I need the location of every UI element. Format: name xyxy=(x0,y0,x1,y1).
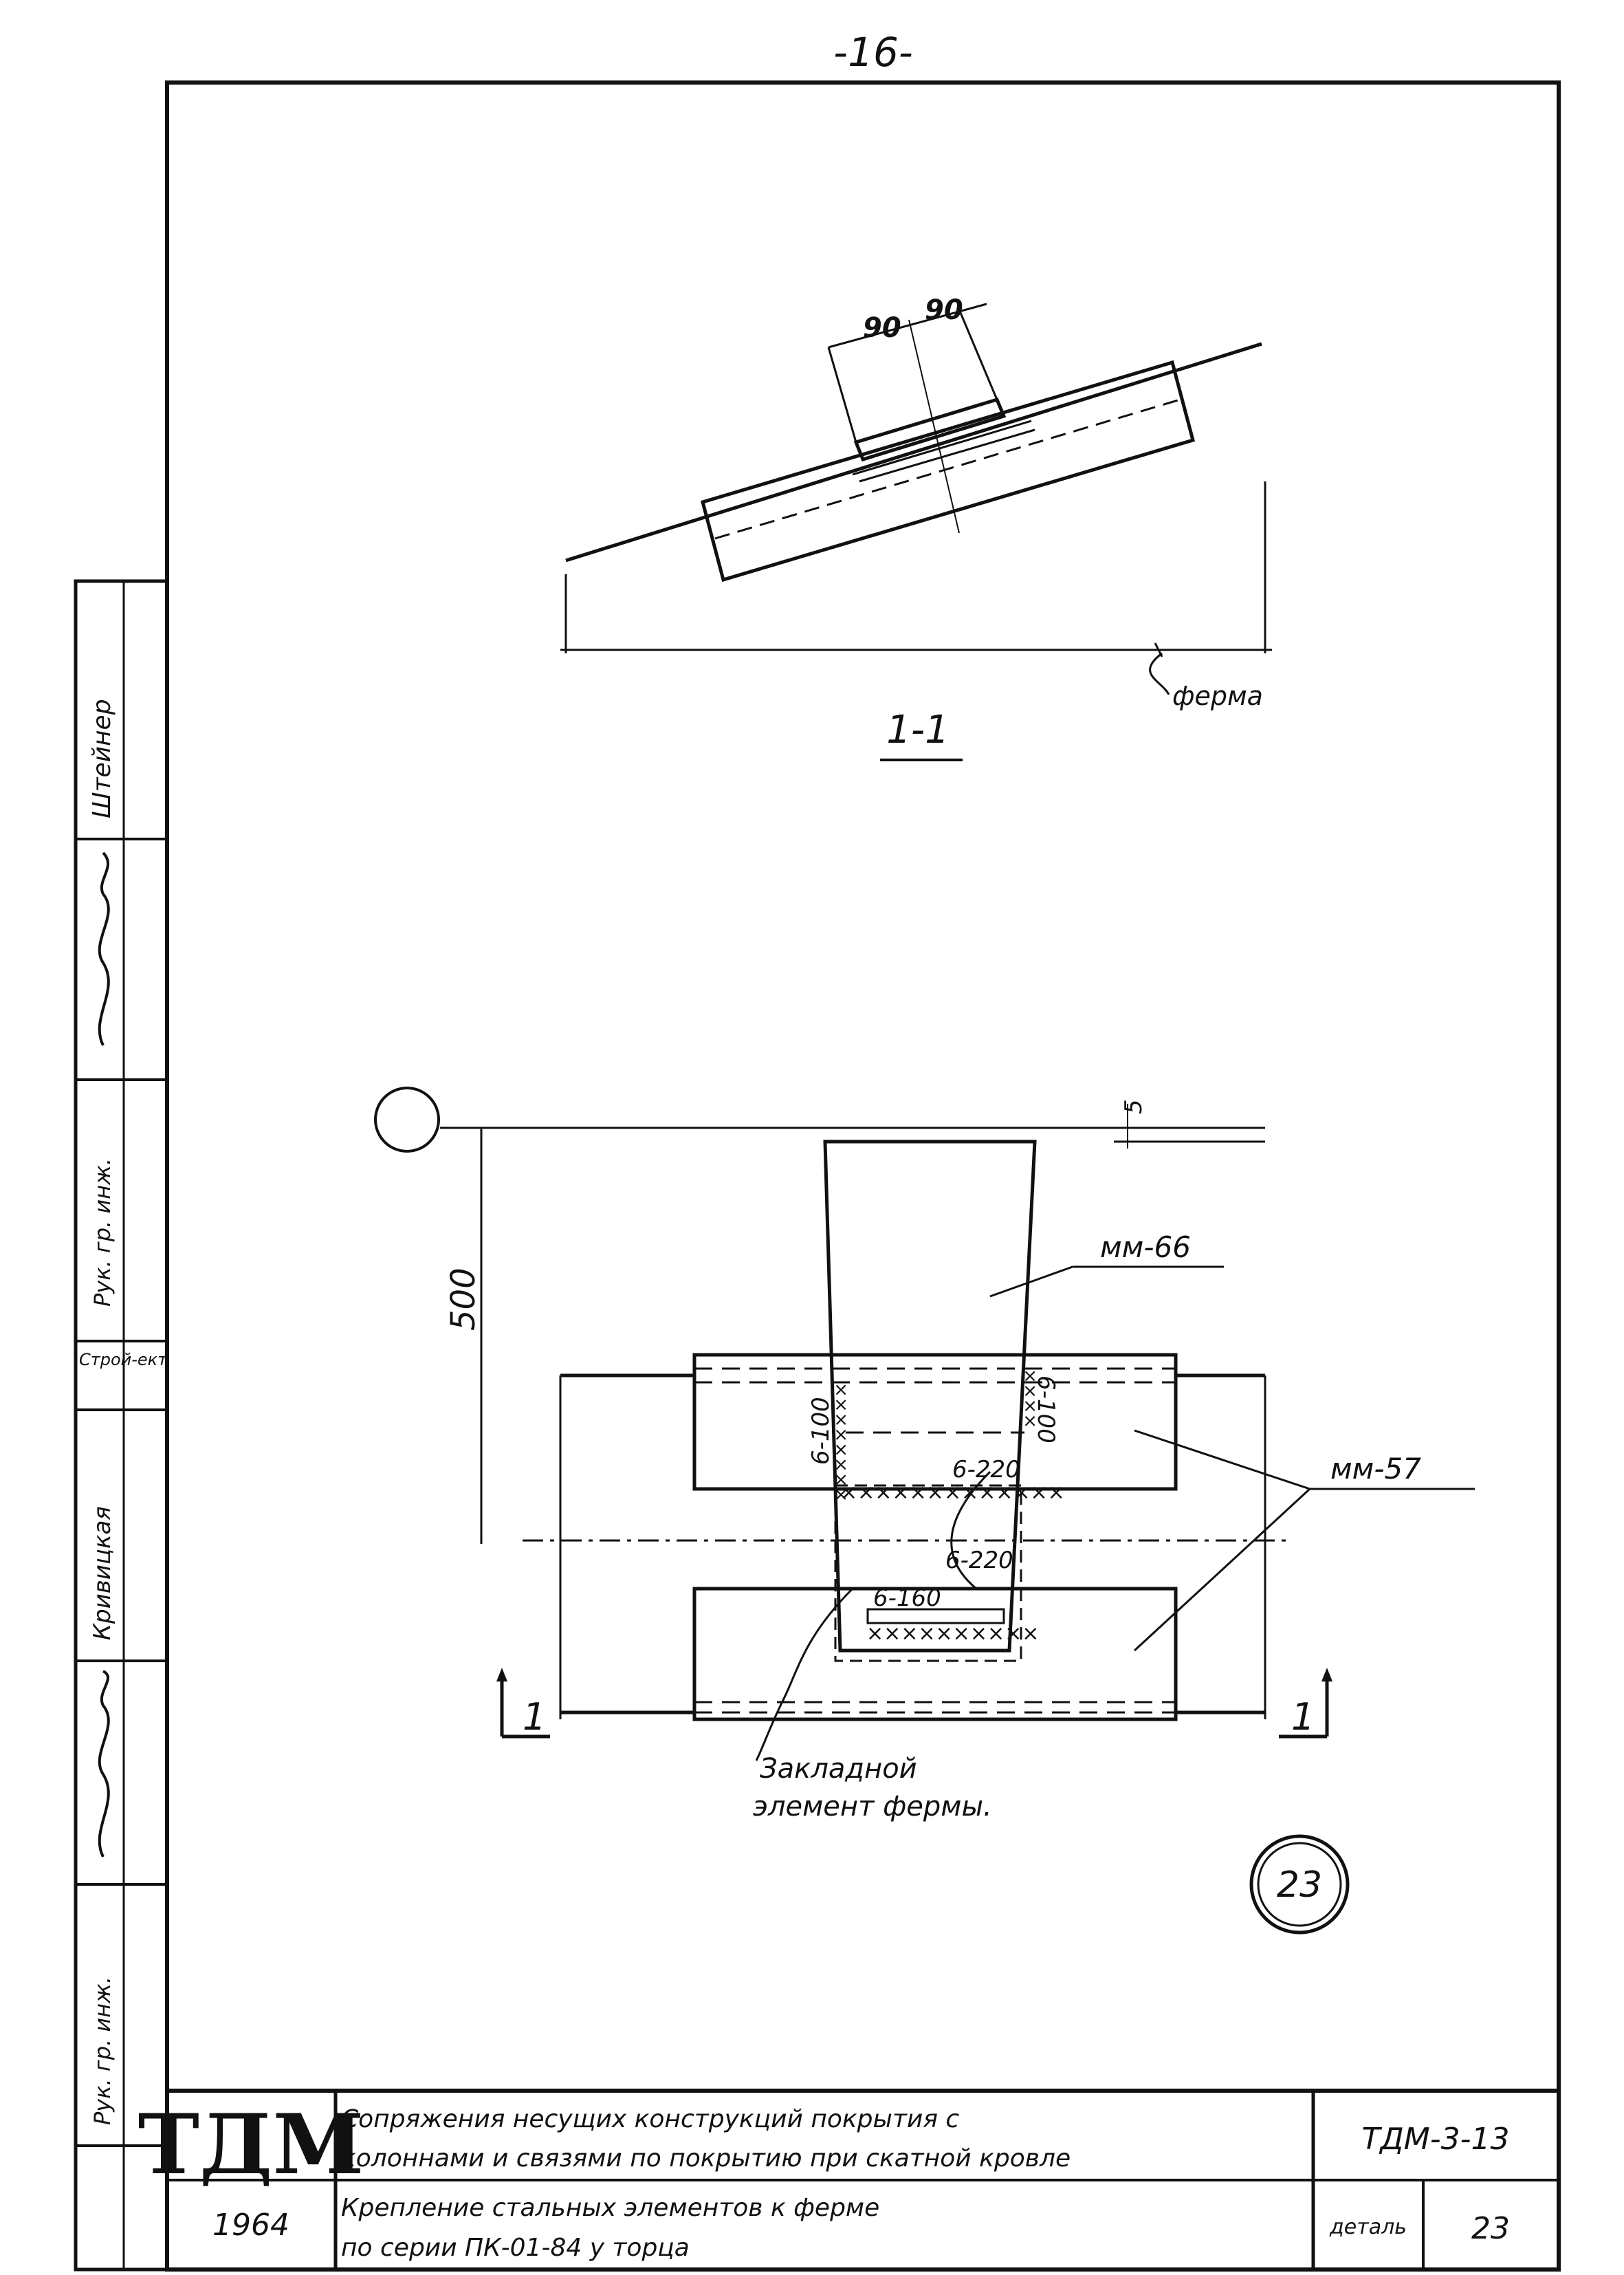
subtitle-line-2: по серии ПК-01-84 у торца xyxy=(341,2234,690,2262)
cut-mark-left: 1 xyxy=(523,1695,546,1739)
logo-tdm: ТДМ xyxy=(138,2096,364,2193)
title-line-2: колоннами и связями по покрытию при скат… xyxy=(341,2144,1071,2173)
section-view: 90 90 ферма 1-1 xyxy=(560,294,1272,761)
side-stamp: Штейнер Рук. гр. инж. Строй-ект Кривицка… xyxy=(74,579,169,2272)
stamp-cell-5: Рук. гр. инж. xyxy=(89,1977,116,2125)
weld-6-100-left: 6-100 xyxy=(807,1397,835,1465)
stamp-cell-1: Штейнер xyxy=(88,699,116,818)
stamp-cell-2: Рук. гр. инж. xyxy=(89,1158,116,1307)
section-label: 1-1 xyxy=(886,708,949,752)
weld-6-160: 6-160 xyxy=(873,1585,941,1612)
axis-marker xyxy=(374,1087,440,1153)
subtitle-line-1: Крепление стальных элементов к ферме xyxy=(341,2194,879,2222)
label-ferma-section: ферма xyxy=(1172,681,1263,711)
signature-1 xyxy=(98,851,110,1046)
plan-view: 5 500 ××××××××××××× ×××××××××× ×××××××× … xyxy=(374,1087,1475,1935)
page-number: -16- xyxy=(833,29,913,76)
stamp-cell-3: Строй-ект xyxy=(79,1350,168,1369)
weld-marks-top: ××××××××××××× xyxy=(840,1481,1065,1505)
detail-badge: 23 xyxy=(1277,1864,1322,1906)
embed-label-line2: элемент фермы. xyxy=(753,1791,992,1822)
weld-marks-bottom: ×××××××××× xyxy=(866,1622,1039,1646)
label-mm57: мм-57 xyxy=(1330,1452,1421,1485)
weld-6-100-right: 6-100 xyxy=(1032,1375,1060,1444)
drawing-frame xyxy=(165,80,1561,2272)
stamp-cell-4: Кривицкая xyxy=(89,1506,116,1640)
detail-number: 23 xyxy=(1471,2211,1510,2246)
detail-label: деталь xyxy=(1329,2215,1407,2239)
cut-mark-right: 1 xyxy=(1291,1695,1315,1739)
title-line-1: Сопряжения несущих конструкций покрытия … xyxy=(341,2105,959,2133)
embed-label-line1: Закладной xyxy=(760,1753,917,1785)
dim-90-right: 90 xyxy=(925,294,963,326)
title-block: ТДМ 1964 Сопряжения несущих конструкций … xyxy=(138,2089,1559,2269)
dim-500: 500 xyxy=(444,1267,483,1331)
weld-6-220-b: 6-220 xyxy=(945,1547,1013,1574)
weld-6-220-a: 6-220 xyxy=(952,1456,1020,1483)
drawing-code: ТДМ-3-13 xyxy=(1362,2122,1510,2157)
dim-90-left: 90 xyxy=(863,312,901,344)
dim-5: 5 xyxy=(1120,1099,1148,1114)
label-mm66: мм-66 xyxy=(1100,1230,1191,1264)
signature-2 xyxy=(98,1670,110,1858)
weld-marks-right: ×××× xyxy=(1020,1369,1040,1428)
weld-marks-left: ×××××××× xyxy=(831,1382,851,1502)
year: 1964 xyxy=(212,2208,289,2243)
